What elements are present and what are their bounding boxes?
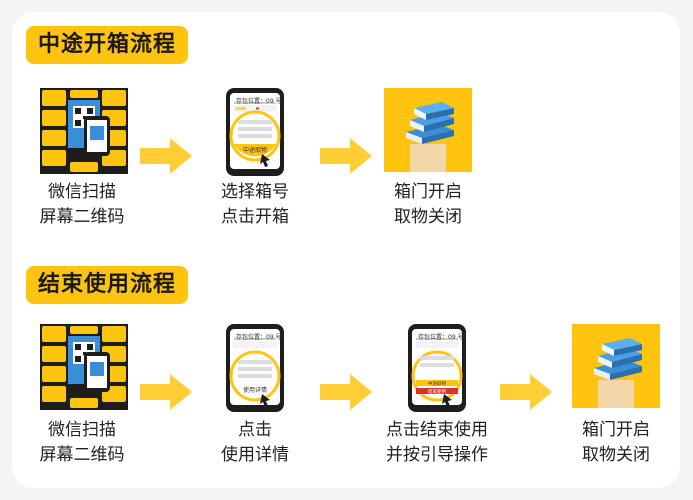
books-in-locker-icon [384,88,472,172]
locker-qr-scan-icon [40,324,128,410]
step-usage-detail: 使用详情 存包位置：09 号 [226,324,284,416]
arrow-right-icon [320,374,372,410]
phone-end-use-icon: 中途取物 结束使用 [408,324,466,412]
phone-screen-label: 使用详情 [243,386,267,394]
caption-line: 取物关闭 [394,207,462,227]
caption-line: 屏幕二维码 [39,445,125,465]
section-title-midway-open: 中途开箱流程 [26,26,189,64]
caption-line: 屏幕二维码 [39,207,125,227]
caption-line: 箱门开启 [394,182,462,202]
step-select-box: 中途取物 存包位置：09 号 [226,88,284,180]
books-in-locker-icon [572,324,660,408]
phone-screen-header: 存包位置：09 号 [236,334,282,341]
caption-line: 箱门开启 [582,420,650,440]
phone-select-box-icon: 中途取物 [226,88,284,176]
locker-qr-scan-icon [40,88,128,174]
caption-line: 点击结束使用 [386,420,488,440]
step-caption-detail: 点击 使用详情 [190,418,320,468]
step-caption-end: 点击结束使用 并按引导操作 [372,418,502,468]
caption-line: 点击 [238,420,272,440]
step-caption-scan: 微信扫描 屏幕二维码 [17,418,147,468]
arrow-right-icon [320,138,372,174]
step-caption-select: 选择箱号 点击开箱 [190,180,320,230]
phone-screen-header: 存包位置：09 号 [418,334,464,341]
process-card [12,12,680,488]
step-open-door [384,88,472,176]
arrow-right-icon [500,374,552,410]
step-caption-scan: 微信扫描 屏幕二维码 [17,180,147,230]
phone-usage-detail-icon: 使用详情 [226,324,284,412]
caption-line: 微信扫描 [48,182,116,202]
phone-screen-label: 中途取物 [243,146,267,154]
phone-screen-label: 结束使用 [428,388,446,395]
caption-line: 取物关闭 [582,445,650,465]
caption-line: 微信扫描 [48,420,116,440]
phone-screen-label: 中途取物 [428,380,446,387]
arrow-right-icon [140,138,192,174]
caption-line: 使用详情 [221,445,289,465]
section-title-end-use: 结束使用流程 [26,266,189,304]
arrow-right-icon [140,374,192,410]
step-scan-qr [40,324,128,414]
caption-line: 点击开箱 [221,207,289,227]
step-caption-open: 箱门开启 取物关闭 [551,418,681,468]
step-caption-open: 箱门开启 取物关闭 [363,180,493,230]
step-open-door [572,324,660,412]
step-scan-qr [40,88,128,178]
step-end-use: 中途取物 结束使用 存包位置：09 号 [408,324,466,416]
phone-screen-header: 存包位置：09 号 [236,98,282,105]
caption-line: 选择箱号 [221,182,289,202]
caption-line: 并按引导操作 [386,445,488,465]
